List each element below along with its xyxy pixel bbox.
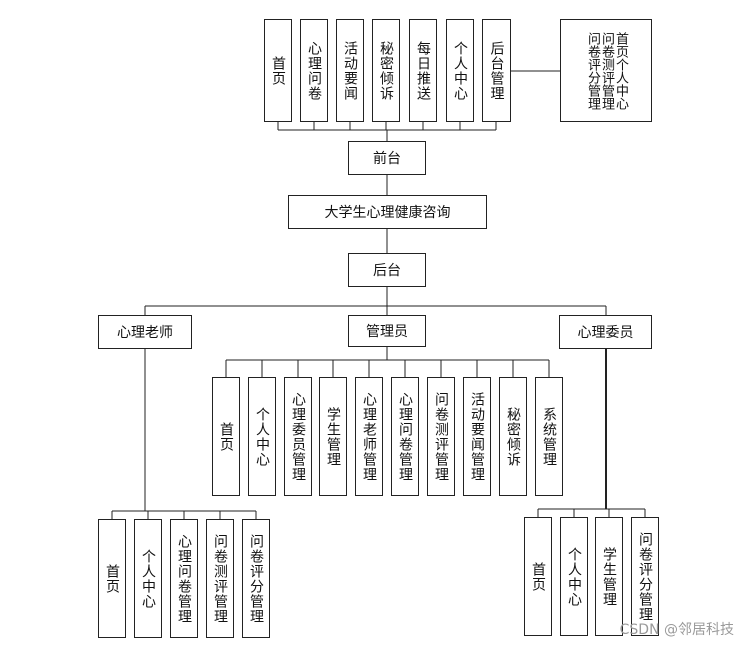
teacher-node-home: 首页 xyxy=(98,519,126,638)
front-node-admin-panel: 后台管理 xyxy=(482,19,511,122)
role-teacher: 心理老师 xyxy=(98,315,192,349)
front-node-news: 活动要闻 xyxy=(336,19,364,122)
admin-node-teacher-mgmt: 心理老师管理 xyxy=(355,377,383,496)
front-node-questionnaire: 心理问卷 xyxy=(300,19,328,122)
front-node-daily-push: 每日推送 xyxy=(409,19,437,122)
admin-node-home: 首页 xyxy=(212,377,240,496)
admin-node-committee-mgmt: 心理委员管理 xyxy=(284,377,312,496)
role-committee: 心理委员 xyxy=(559,315,652,349)
committee-node-profile: 个人中心 xyxy=(560,517,588,636)
committee-node-home: 首页 xyxy=(524,517,552,636)
admin-node-news-mgmt: 活动要闻管理 xyxy=(463,377,491,496)
admin-node-assessment-mgmt: 问卷测评管理 xyxy=(427,377,455,496)
admin-node-system-mgmt: 系统管理 xyxy=(535,377,563,496)
front-node-profile: 个人中心 xyxy=(446,19,474,122)
system-title-node: 大学生心理健康咨询 xyxy=(288,195,487,229)
front-node-home: 首页 xyxy=(264,19,292,122)
teacher-node-profile: 个人中心 xyxy=(134,519,162,638)
frontend-node: 前台 xyxy=(348,141,426,175)
admin-node-student-mgmt: 学生管理 xyxy=(319,377,347,496)
teacher-node-assessment-mgmt: 问卷测评管理 xyxy=(206,519,234,638)
committee-node-scoring-mgmt: 问卷评分管理 xyxy=(631,517,659,636)
teacher-node-scoring-mgmt: 问卷评分管理 xyxy=(242,519,270,638)
teacher-node-questionnaire-mgmt: 心理问卷管理 xyxy=(170,519,198,638)
committee-node-student-mgmt: 学生管理 xyxy=(595,517,623,636)
backend-node: 后台 xyxy=(348,253,426,287)
admin-node-confide: 秘密倾诉 xyxy=(499,377,527,496)
admin-node-questionnaire-mgmt: 心理问卷管理 xyxy=(391,377,419,496)
watermark: CSDN @邻居科技 xyxy=(619,622,734,638)
role-admin: 管理员 xyxy=(348,315,426,347)
admin-panel-functions-text: 首页个人中心问卷测评管理问卷评分管理 xyxy=(585,31,628,110)
admin-panel-functions-box: 首页个人中心问卷测评管理问卷评分管理 xyxy=(560,19,652,122)
front-node-confide: 秘密倾诉 xyxy=(372,19,400,122)
admin-node-profile: 个人中心 xyxy=(248,377,276,496)
